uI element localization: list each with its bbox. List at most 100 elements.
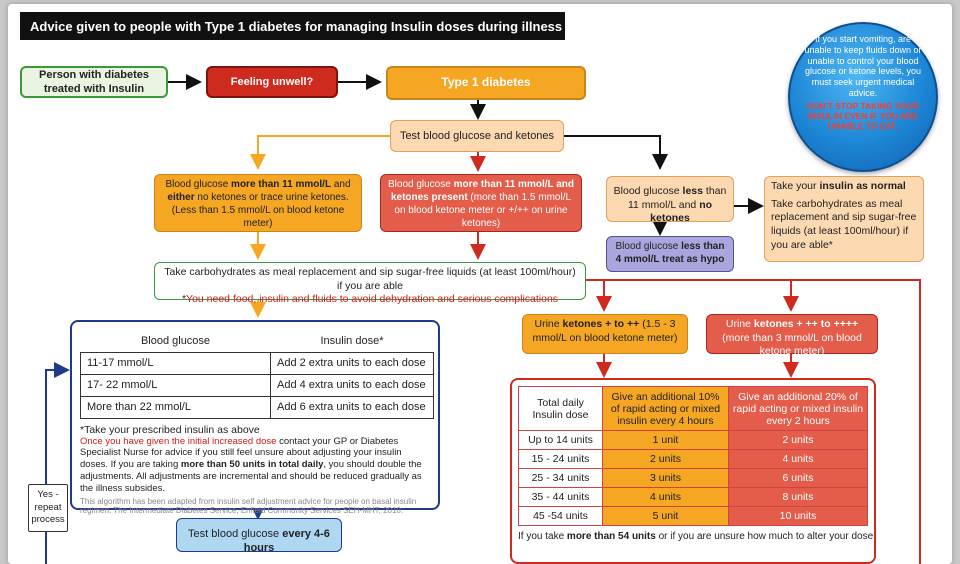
source-note: This algorithm has been adapted from ins… [80,496,417,516]
carbs-line1: Take carbohydrates as meal replacement a… [164,266,576,292]
ketones-present-box: Blood glucose more than 11 mmol/L and ke… [380,174,582,232]
table-header-row: Blood glucose Insulin dose* [80,330,434,353]
header-blood-glucose: Blood glucose [80,330,271,353]
urine-high-box: Urine ketones + ++ to ++++ (more than 3 … [706,314,878,357]
ketone-dose-panel: Total daily Insulin dose Give an additio… [510,378,876,564]
cell: 1 unit [602,430,729,450]
t1: Urine [725,318,754,330]
cell: 17- 22 mmol/L [80,373,271,397]
table-header-row: Total daily Insulin dose Give an additio… [518,386,868,431]
cell: 2 units [602,449,729,469]
person-box: Person with diabetes treated with Insuli… [20,66,168,98]
feeling-unwell-box: Feeling unwell? [206,66,338,98]
test-bottom-box: Test blood glucose every 4-6 hours [176,518,342,554]
insulin-dose-panel: Blood glucose Insulin dose* 11-17 mmol/L… [70,320,440,515]
note-contact: Once you have given the initial increase… [80,436,430,495]
carbs-star: * [181,293,187,306]
t2: more than 54 units [566,531,656,542]
carbs-box: Take carbohydrates as meal replacement a… [154,262,586,305]
t2: less [682,185,703,197]
cell: 4 units [602,487,729,507]
cell: 35 - 44 units [518,487,603,507]
t3: and [331,179,351,190]
cell: Add 6 extra units to each dose [270,395,434,419]
repeat-label: Yes - repeat process [31,489,65,526]
t1: Blood glucose [613,185,683,197]
cell: 4 units [728,449,868,469]
cell: More than 22 mmol/L [80,395,271,419]
t1: Take your [771,180,820,192]
unwell-label: Feeling unwell? [230,75,314,88]
note-prescribed: *Take your prescribed insulin as above [80,423,260,436]
less-than-11-box: Blood glucose less than 11 mmol/L and no… [606,176,734,225]
ketone-dose-table: Total daily Insulin dose Give an additio… [518,386,868,526]
cell: 45 -54 units [518,506,603,526]
t1: Blood glucose [387,179,454,190]
person-label: Person with diabetes treated with Insuli… [38,68,150,95]
test-ketones-box: Test blood glucose and ketones [390,120,564,152]
cell: 3 units [602,468,729,488]
t3: more than 50 units in total daily [180,459,324,471]
ketone-footer: If you take more than 54 units or if you… [518,531,874,542]
t2: ketones + ++ to ++++ [753,318,859,330]
cell: Add 4 extra units to each dose [270,373,434,397]
t1: Test blood glucose [188,528,283,540]
cell: 10 units [728,506,868,526]
page-title: Advice given to people with Type 1 diabe… [20,12,565,40]
t5: no ketones or trace urine ketones. (Less… [171,192,349,229]
insulin-dose-table: Blood glucose Insulin dose* 11-17 mmol/L… [80,330,434,419]
page: Advice given to people with Type 1 diabe… [8,4,952,564]
t3: (more than 3 mmol/L on blood ketone mete… [722,331,862,358]
warning-text: If you start vomiting, are unable to kee… [804,34,922,98]
t4: , you should double the adjustments. All… [80,459,422,494]
header-total-dose: Total daily Insulin dose [518,386,603,431]
t4: no ketones [650,198,713,225]
t2: ketones + to ++ [562,318,640,330]
repeat-process-box: Yes - repeat process [28,484,68,532]
t2: more than 11 mmol/L and ketones present [390,179,574,203]
t2: more than 11 mmol/L [231,179,332,190]
t4: either [167,192,195,203]
type1-box: Type 1 diabetes [386,66,586,100]
cell: 5 unit [602,506,729,526]
test-label: Test blood glucose and ketones [399,129,555,142]
t3: (more than 1.5 mmol/L on blood ketone me… [394,192,572,229]
t3: Take carbohydrates as meal replacement a… [771,197,917,251]
t1: If you take [518,531,567,542]
flow-arrows [45,74,921,564]
cell: 6 units [728,468,868,488]
cell: 15 - 24 units [518,449,603,469]
t3: than 11 mmol/L and [627,185,727,211]
cell: 11-17 mmol/L [80,351,271,375]
type1-label: Type 1 diabetes [441,75,531,90]
urine-mid-box: Urine ketones + to ++ (1.5 - 3 mmol/L on… [522,314,688,354]
cell: 2 units [728,430,868,450]
t1: Blood glucose [615,241,682,252]
t3: or if you are unsure how much to alter y… [658,531,876,542]
warning-alert: DON'T STOP TAKING YOUR INSULIN EVEN IF Y… [806,100,920,132]
t2: insulin as normal [819,180,906,192]
header-insulin-dose: Insulin dose* [270,330,434,353]
cell: Up to 14 units [518,430,603,450]
urgent-advice-badge: If you start vomiting, are unable to kee… [788,22,938,172]
hypo-box: Blood glucose less than 4 mmol/L treat a… [606,236,734,272]
t1: Urine [534,318,563,330]
cell: 25 - 34 units [518,468,603,488]
t1: Once you have given the initial increase… [80,435,277,447]
header-10-percent: Give an additional 10% of rapid acting o… [602,386,729,431]
t2: less than 4 mmol/L treat as hypo [615,241,725,265]
no-ketones-box: Blood glucose more than 11 mmol/L and ei… [154,174,362,232]
t3: (1.5 - 3 mmol/L on blood ketone meter) [532,318,678,344]
header-20-percent: Give an additional 20% of rapid acting o… [728,386,868,431]
cell: 8 units [728,487,868,507]
carbs-line2: You need food, insulin and fluids to avo… [186,293,559,306]
cell: Add 2 extra units to each dose [270,351,434,375]
